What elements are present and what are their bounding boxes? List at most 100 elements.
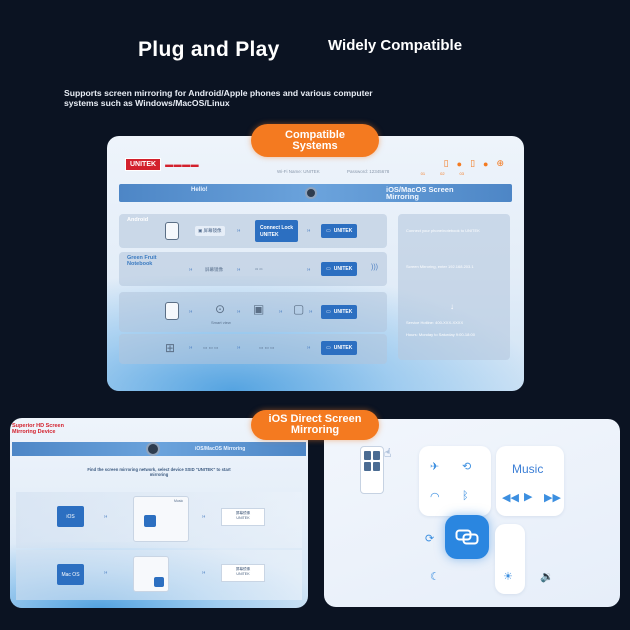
arrow-icon: ››	[189, 267, 193, 273]
ios-chip: iOS	[57, 506, 84, 527]
arrow-icon: ››	[189, 345, 193, 351]
arrow-icon: ››	[309, 309, 313, 315]
rewind-icon[interactable]: ◀◀	[502, 492, 519, 504]
list-item: Mac OS ›› ›› 屏幕镜像 UNITEK	[16, 550, 302, 600]
bluetooth-icon[interactable]: ᛒ	[462, 490, 469, 502]
unitek-chip: ▭ UNITEK	[321, 341, 358, 355]
side-text: Connect your phone/notebook to UNITEK	[406, 228, 480, 233]
mirror-mini-icon	[144, 515, 156, 527]
cellular-icon[interactable]: ⟲	[462, 461, 472, 473]
cast-icon: ▣	[253, 302, 265, 316]
compatible-systems-panel: UNITEK ▬▬▬▬ Wi-Fi Name: UNITEK Password:…	[107, 136, 524, 391]
compatible-systems-badge: Compatible Systems	[251, 124, 379, 157]
windows-icon: ⊞	[165, 341, 176, 355]
screen-mirror-icon	[455, 529, 479, 545]
arrow-icon: ››	[237, 345, 241, 351]
phone-icon	[165, 222, 179, 240]
arrow-icon: ››	[202, 514, 206, 520]
wifi-password: Password: 12345678	[347, 169, 390, 174]
phone-thumbnail	[360, 446, 384, 494]
arrow-icon: ››	[279, 309, 283, 315]
unitek-chip: ▭ UNITEK	[321, 224, 358, 238]
volume-slider[interactable]	[533, 524, 563, 594]
banner-text: iOS/MacOS Mirroring	[195, 446, 246, 452]
brightness-icon: ☀	[503, 571, 513, 583]
connectivity-tile[interactable]	[419, 446, 491, 516]
mirror-text: 屏幕镜像	[205, 267, 223, 272]
arrow-icon: ››	[104, 570, 108, 576]
brightness-slider[interactable]	[495, 524, 525, 594]
ios-mirroring-panel: Superior HD Screen Mirroring Device iOS/…	[10, 418, 308, 608]
play-icon: ⊙	[215, 302, 226, 316]
list-item: ›› ⊙ Smart view ›› ▣ ›› ▢ ›› ▭ UNITEK	[119, 292, 387, 332]
dot-icon: ●	[483, 158, 489, 169]
hero-description: Supports screen mirroring for Android/Ap…	[64, 88, 373, 108]
phone-icon	[165, 302, 179, 320]
destination-box: 屏幕镜像 UNITEK	[221, 564, 265, 582]
fast-forward-icon[interactable]: ▶▶	[544, 492, 561, 504]
control-center-mini	[133, 556, 169, 592]
music-label: Music	[512, 462, 544, 476]
camera-icon	[146, 442, 160, 456]
mirror-chip: ▣ 屏幕镜像	[195, 226, 225, 236]
step-text: ▭ ▭ ▭	[203, 345, 219, 350]
phone-icon: ▯	[443, 158, 449, 168]
arrow-icon: ››	[202, 570, 206, 576]
device-title: Superior HD Screen Mirroring Device	[12, 423, 64, 435]
arrow-icon: ››	[307, 345, 311, 351]
mirror-mini-icon	[154, 577, 164, 587]
rotation-lock-icon[interactable]: ⟳	[425, 533, 435, 545]
hand-tap-icon: ☝	[384, 446, 392, 460]
step-text: ▭ ▭	[255, 267, 263, 271]
airplane-icon[interactable]: ✈	[430, 461, 440, 473]
arrow-icon: ››	[307, 228, 311, 234]
brand: UNITEK ▬▬▬▬	[125, 158, 199, 171]
instructions-box: Connect your phone/notebook to UNITEK Sc…	[398, 214, 510, 360]
instruction-text: Find the screen mirroring network, selec…	[87, 467, 231, 477]
arrow-down-icon: ↓	[450, 302, 454, 311]
macos-chip: Mac OS	[57, 564, 84, 585]
banner-left-text: Hello!	[191, 187, 208, 193]
flow-icons: ▯ ● ▯ ● ⊕	[444, 158, 504, 169]
hero-subtitle: Widely Compatible	[328, 37, 463, 54]
arrow-icon: ››	[307, 267, 311, 273]
arrow-icon: ››	[237, 228, 241, 234]
wifi-icon: )))	[371, 264, 378, 271]
side-text: Screen Mirroring, enter 192.168.203.1	[406, 264, 474, 269]
screen-icon: ▢	[293, 302, 305, 316]
unitek-chip: ▭ UNITEK	[321, 305, 358, 319]
arrow-icon: ››	[237, 267, 241, 273]
camera-icon	[305, 187, 317, 199]
arrow-icon: ››	[237, 309, 241, 315]
side-text: Service Hotline: 400-XXX-XXXX	[406, 320, 464, 325]
side-text: Hours: Monday to Saturday 9:00-18:00	[406, 332, 475, 337]
mini-music-label: Music	[174, 499, 184, 503]
moon-icon[interactable]: ☾	[430, 571, 440, 583]
wifi-icon[interactable]: ◠	[430, 491, 440, 503]
row-label: Android	[127, 217, 149, 223]
brand-logo: UNITEK	[125, 158, 162, 171]
destination-box: 屏幕镜像 UNITEK	[221, 508, 265, 526]
arrow-icon: ››	[189, 309, 193, 315]
smart-view-caption: Smart view	[211, 320, 231, 325]
unitek-chip: ▭ UNITEK	[321, 262, 358, 276]
arrow-icon: ››	[104, 514, 108, 520]
screen-mirroring-button[interactable]	[445, 515, 489, 559]
step-text: ▭ ▭ ▭	[259, 345, 275, 350]
banner-right-text: iOS/MacOS Screen Mirroring	[386, 185, 454, 201]
flow-numbers: 01 02 03	[420, 171, 464, 176]
wifi-name: Wi-Fi Name: UNITEK	[277, 169, 320, 174]
play-icon[interactable]: ▶	[524, 491, 533, 503]
volume-icon: 🔉	[540, 571, 554, 583]
brand-tagline: ▬▬▬▬	[165, 160, 200, 169]
list-item: Green Fruit Notebook ›› 屏幕镜像 ›› ▭ ▭ ›› ▭…	[119, 252, 387, 286]
music-tile[interactable]	[496, 446, 564, 516]
row-label: Green Fruit Notebook	[127, 255, 157, 267]
ios-direct-badge: iOS Direct Screen Mirroring	[251, 410, 379, 440]
globe-icon: ⊕	[496, 158, 504, 168]
connect-lock-chip: Connect Lock UNITEK	[255, 220, 299, 242]
list-item: iOS ›› Music ›› 屏幕镜像 UNITEK	[16, 492, 302, 548]
hero-title: Plug and Play	[138, 38, 280, 61]
control-center-mini: Music	[133, 496, 189, 542]
dot-icon: ●	[456, 158, 463, 169]
